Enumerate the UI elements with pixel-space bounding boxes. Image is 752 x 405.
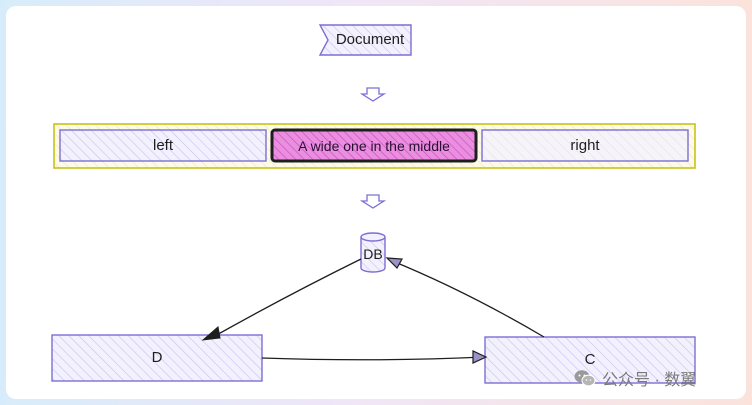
arrowhead-db: [385, 257, 403, 269]
right-label: right: [570, 137, 600, 154]
middle-label: A wide one in the middle: [298, 138, 450, 154]
diagram-svg: [51, 24, 696, 384]
db-node: [360, 232, 386, 273]
arrowhead-c: [472, 350, 488, 364]
left-node: [59, 129, 267, 162]
block-arrow-down-2: [359, 194, 387, 209]
right-node: [481, 129, 689, 162]
left-label: left: [152, 137, 173, 154]
db-label: DB: [363, 246, 383, 262]
d-node: [51, 334, 263, 382]
watermark: 公众号 · 数翼: [574, 366, 696, 390]
edge-d-to-c: [261, 356, 485, 361]
document-label: Document: [335, 31, 405, 48]
watermark-text: 公众号 · 数翼: [602, 372, 697, 389]
edge-db-to-d: [212, 258, 362, 338]
arrowhead-d: [201, 326, 221, 341]
block-arrow-down-1: [359, 87, 387, 102]
document-node: [318, 24, 412, 56]
diagram-canvas: Document left A wide one in the middle r…: [6, 6, 746, 399]
wechat-icon: [574, 369, 596, 387]
middle-node: [270, 128, 478, 163]
edge-c-to-db: [389, 259, 545, 338]
c-label: C: [584, 351, 596, 368]
d-label: D: [151, 349, 163, 366]
